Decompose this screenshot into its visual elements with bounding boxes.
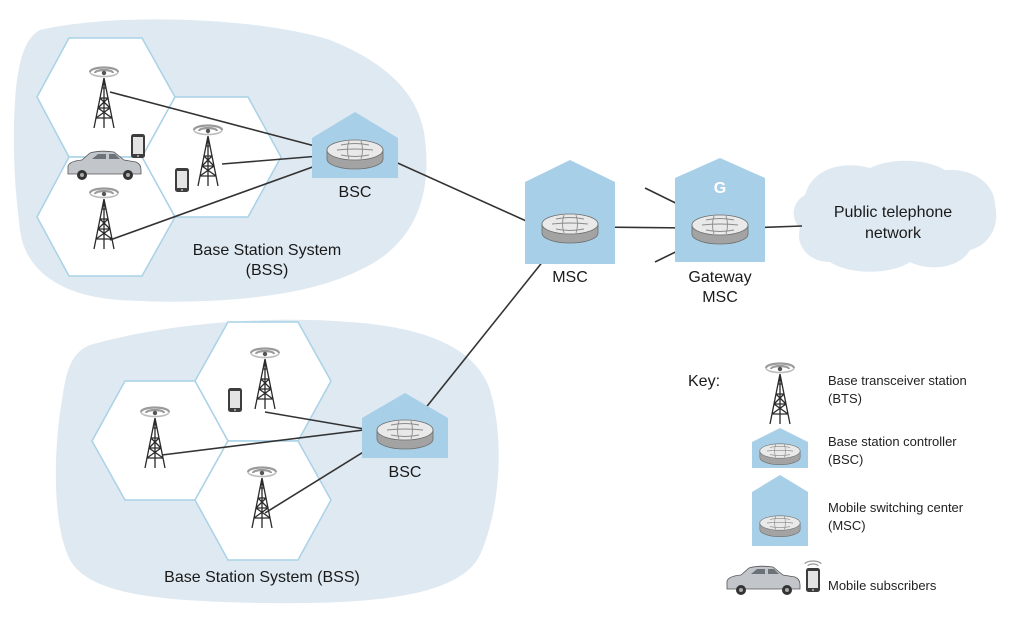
pstn-label-line1: Public telephone bbox=[833, 204, 953, 221]
gateway-g-badge: G bbox=[713, 180, 727, 197]
pstn-label-line2: network bbox=[864, 225, 922, 242]
key-msc-line2: (MSC) bbox=[828, 518, 866, 533]
mobile-phone-icon bbox=[175, 168, 189, 192]
mobile-phone-icon bbox=[228, 388, 242, 412]
gateway-msc-node bbox=[675, 158, 765, 262]
key-msc-icon bbox=[752, 475, 808, 546]
key-bsc-icon bbox=[752, 428, 808, 468]
mobile-phone-icon bbox=[131, 134, 145, 158]
bsc-bottom-label: BSC bbox=[388, 464, 422, 481]
key-phone-signal-icon bbox=[804, 560, 822, 567]
key-bsc-line1: Base station controller bbox=[828, 434, 957, 449]
key-phone-icon bbox=[806, 568, 820, 592]
bss-top-label-line1: Base Station System bbox=[192, 242, 342, 259]
pstn-cloud bbox=[793, 160, 997, 272]
gateway-label-line2: MSC bbox=[702, 289, 738, 306]
bsc-bottom-node bbox=[362, 393, 448, 458]
msc-label: MSC bbox=[552, 269, 588, 286]
bsc-top-label: BSC bbox=[338, 184, 372, 201]
key-bts-icon bbox=[764, 362, 796, 426]
bss-top-label-line2: (BSS) bbox=[245, 262, 289, 279]
bss-bottom-label: Base Station System (BSS) bbox=[164, 569, 360, 586]
msc-node bbox=[525, 160, 615, 264]
key-bsc-line2: (BSC) bbox=[828, 452, 864, 467]
bsc-top-node bbox=[312, 112, 398, 178]
gateway-label-line1: Gateway bbox=[688, 269, 752, 286]
key-bts-line1: Base transceiver station bbox=[828, 373, 967, 388]
key-heading: Key: bbox=[688, 373, 721, 390]
key-car-icon bbox=[726, 565, 801, 596]
key-msc-line1: Mobile switching center bbox=[828, 500, 964, 515]
key-bts-line2: (BTS) bbox=[828, 391, 862, 406]
key-subscribers-label: Mobile subscribers bbox=[828, 578, 937, 593]
